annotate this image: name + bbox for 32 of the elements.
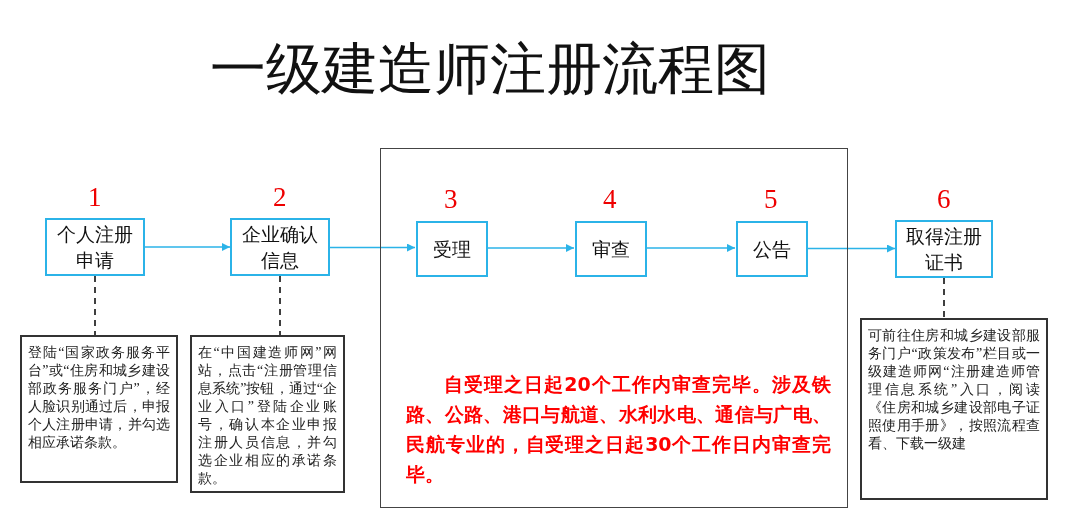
diagram-title: 一级建造师注册流程图 xyxy=(209,35,771,103)
step-label: 公告 xyxy=(753,237,791,262)
process-box xyxy=(45,218,145,276)
arrow xyxy=(329,243,416,252)
step-label: 受理 xyxy=(433,237,471,262)
step-number: 1 xyxy=(88,182,102,213)
step-number: 2 xyxy=(273,182,287,213)
process-box xyxy=(736,221,808,277)
step-number: 4 xyxy=(603,184,617,215)
step-number: 5 xyxy=(764,184,778,215)
note-box xyxy=(190,335,345,493)
step-number: 3 xyxy=(444,184,458,215)
note-text: 在“中国建造师网”网站，点击“注册管理信息系统”按钮，通过“企业入口”登陆企业账号，确认本企业申报注册人员信息，并勾选企业相应的承诺条款。 xyxy=(198,345,337,486)
step-label: 企业确认信息 xyxy=(241,222,319,273)
note-text: 可前往住房和城乡建设部服务门户“政策发布”栏目或一级建造师网“注册建造师管理信息系统”入口，阅读《住房和城乡建设部电子证照使用手册》，按照流程查看、下载一级建 xyxy=(868,328,1040,451)
dashed-connector xyxy=(94,275,96,336)
step-number: 6 xyxy=(937,184,951,215)
process-box xyxy=(230,218,330,276)
dashed-connector xyxy=(943,277,945,319)
step-label: 个人注册申请 xyxy=(56,222,134,273)
step-label: 取得注册证书 xyxy=(905,224,983,275)
step-label: 审查 xyxy=(592,237,630,262)
process-box xyxy=(895,220,993,278)
review-note: 自受理之日起20个工作内审查完毕。涉及铁路、公路、港口与航道、水利水电、通信与广电、民航专业的，自受理之日起30个工作日内审查完毕。 xyxy=(406,372,831,487)
group-frame xyxy=(380,148,848,508)
arrow xyxy=(144,243,231,251)
dashed-connector xyxy=(279,275,281,336)
note-box xyxy=(20,335,178,483)
note-text: 登陆“国家政务服务平台”或“住房和城乡建设部政务服务门户”，经人脸识别通过后，申报个人注册申请，并勾选相应承诺条款。 xyxy=(28,345,170,450)
note-box xyxy=(860,318,1048,500)
process-box xyxy=(575,221,647,277)
process-box xyxy=(416,221,488,277)
